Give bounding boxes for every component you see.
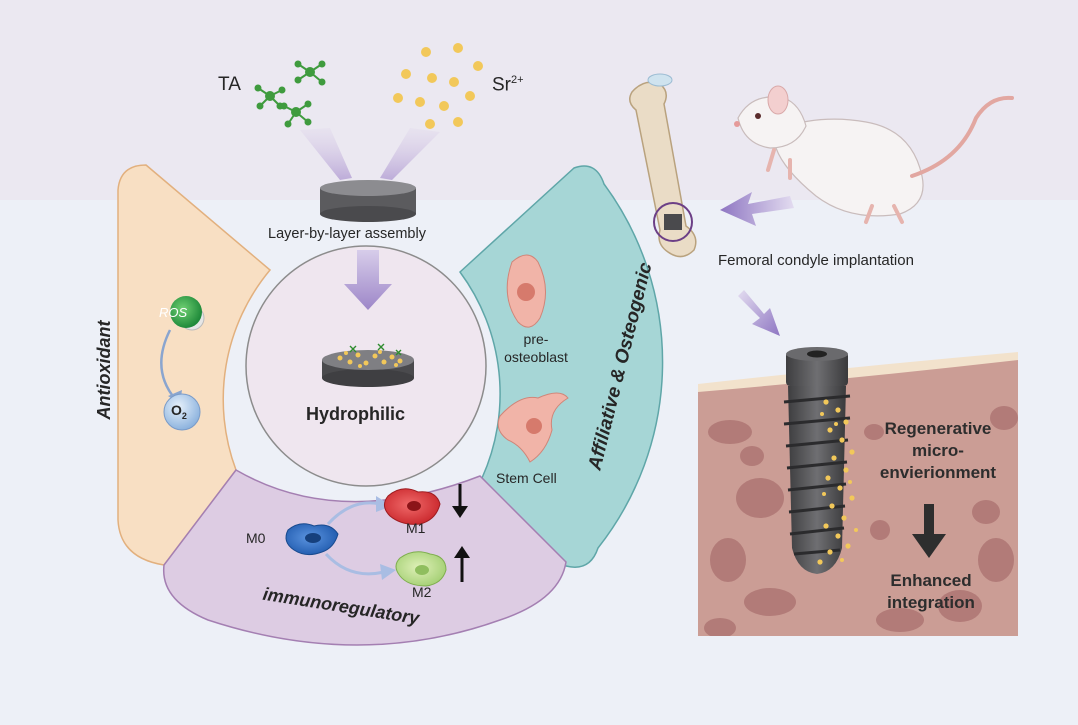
o2-label: O2 <box>171 402 187 421</box>
assembly-label: Layer-by-layer assembly <box>268 226 426 242</box>
m1-macrophage <box>384 488 441 525</box>
implant-site-marker <box>653 202 693 242</box>
m0-to-m1-arrow <box>326 501 381 526</box>
coated-disc <box>322 343 414 387</box>
bone-tissue-inset <box>698 352 1018 636</box>
femur-to-implant-arrow <box>738 290 780 336</box>
hydrophilic-label: Hydrophilic <box>306 404 406 424</box>
rat-icon <box>734 85 1014 224</box>
preosteoblast-cell <box>506 254 546 328</box>
m2-label: M2 <box>412 584 432 600</box>
m2-increase-arrow-icon <box>454 546 470 582</box>
enhanced-integration-label: Enhanced integration <box>887 571 975 612</box>
o2-subscript: 2 <box>181 410 187 421</box>
assembly-down-arrow <box>344 250 392 310</box>
dental-implant-screw <box>783 347 858 574</box>
antioxidant-title: Antioxidant <box>94 320 114 420</box>
m1-label: M1 <box>406 520 426 536</box>
sr-ion-particles <box>393 43 483 129</box>
substrate-disc <box>320 180 416 222</box>
m0-label: M0 <box>246 530 266 546</box>
regenerative-label: Regenerative micro- envierionment <box>879 419 997 482</box>
ros-molecule <box>170 296 205 331</box>
ta-label: TA <box>218 74 241 95</box>
sr-label: Sr2+ <box>492 74 524 96</box>
sr-charge: 2+ <box>511 74 524 86</box>
preosteoblast-label: pre- osteoblast <box>504 331 568 365</box>
m0-to-m2-arrowhead <box>380 564 396 580</box>
immuno-panel <box>162 469 567 646</box>
ta-molecules <box>254 60 326 128</box>
ros-label: ROS <box>159 305 188 320</box>
m0-macrophage <box>285 523 339 556</box>
rat-to-femur-arrow <box>720 192 794 226</box>
m1-decrease-arrow-icon <box>452 484 468 518</box>
implantation-label: Femoral condyle implantation <box>718 252 914 269</box>
o2-symbol: O <box>171 402 182 418</box>
ros-to-o2-arrow <box>160 329 177 401</box>
m2-macrophage <box>395 551 447 587</box>
stem-cell <box>497 392 569 463</box>
stem-cell-label: Stem Cell <box>496 470 557 486</box>
sr-flow-cone <box>380 128 440 180</box>
o2-molecule <box>163 393 201 431</box>
femur-bone <box>629 73 697 258</box>
ta-flow-cone <box>300 128 352 180</box>
m0-to-m2-arrow <box>324 552 385 576</box>
outcome-down-arrow-icon <box>912 504 946 558</box>
sr-symbol: Sr <box>492 74 511 96</box>
